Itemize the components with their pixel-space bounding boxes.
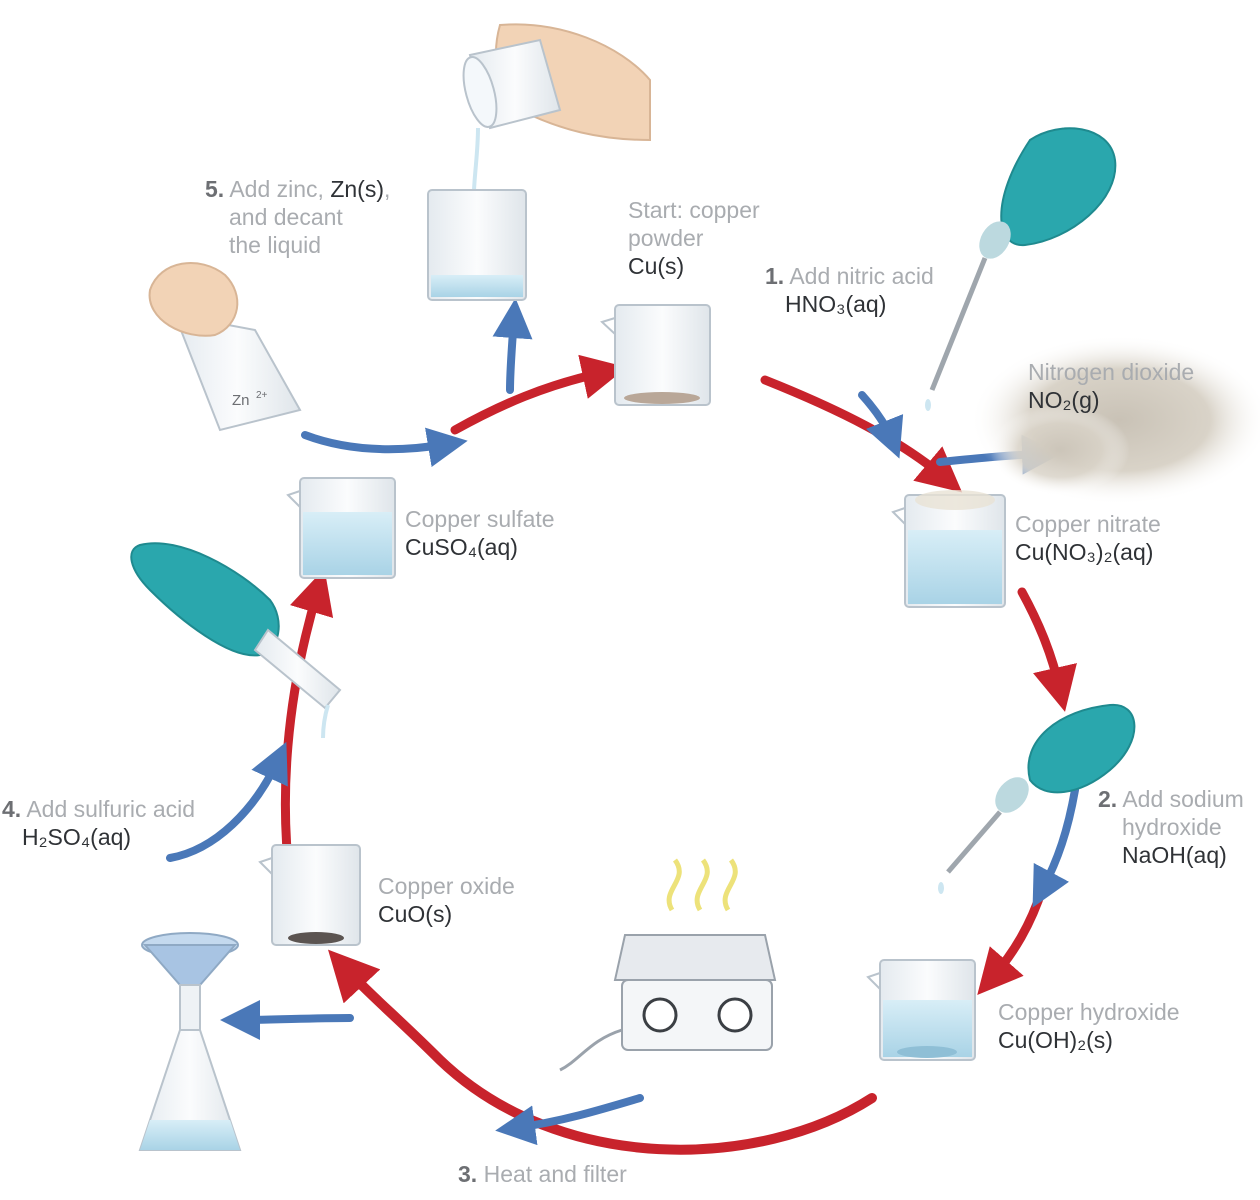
arrow-naoh-in <box>1032 786 1079 908</box>
copper-hydroxide-label: Copper hydroxide Cu(OH)₂(s) <box>998 999 1180 1053</box>
arrow-to-flask <box>220 999 354 1040</box>
svg-text:2+: 2+ <box>256 390 268 401</box>
nitrogen-dioxide-cloud <box>970 335 1260 505</box>
copper-oxide-beaker-icon <box>258 844 361 946</box>
gas-label: Nitrogen dioxide NO₂(g) <box>1028 359 1195 413</box>
arrow-decant-out <box>492 298 533 394</box>
step4-label: 4. Add sulfuric acid H₂SO₄(aq) <box>2 796 196 850</box>
copper-oxide-label: Copper oxide CuO(s) <box>378 873 515 927</box>
filter-flask-icon <box>138 932 242 1151</box>
arrow-start-to-nitrate <box>760 375 963 493</box>
copper-nitrate-beaker-icon <box>891 490 1006 608</box>
arrow-nitrate-to-hydroxide-red <box>1017 587 1077 712</box>
step1-label: 1. Add nitric acid HNO₃(aq) <box>765 263 934 317</box>
naoh-dropper-icon <box>938 703 1136 894</box>
start-label: Start: copper powder Cu(s) <box>628 197 760 279</box>
sulfuric-acid-hand-icon <box>130 542 342 739</box>
arrow-to-sulfate-red <box>280 568 334 885</box>
copper-nitrate-label: Copper nitrate Cu(NO₃)₂(aq) <box>1015 511 1161 565</box>
step2-label: 2. Add sodium hydroxide NaOH(aq) <box>1098 786 1244 868</box>
copper-sulfate-beaker-icon <box>286 477 396 579</box>
copper-sulfate-label: Copper sulfate CuSO₄(aq) <box>405 506 555 560</box>
start-beaker-icon <box>600 304 711 406</box>
copper-hydroxide-beaker-icon <box>866 959 976 1061</box>
pouring-hand-illustration <box>462 23 651 191</box>
arrow-hydroxide-to-oxide-red <box>328 949 877 1155</box>
arrow-zinc-in <box>301 427 468 468</box>
hot-plate-icon <box>559 858 777 1072</box>
nitric-acid-dropper-icon <box>925 127 1117 411</box>
arrow-nitric-acid-in <box>858 391 904 459</box>
step3-label: 3. Heat and filter <box>458 1161 627 1187</box>
arrow-sulfate-to-start-red <box>450 354 627 435</box>
decant-beaker-icon <box>427 189 527 301</box>
step5-label: 5. Add zinc, Zn(s), and decant the liqui… <box>205 176 391 258</box>
arrow-filtrate-out <box>495 1094 644 1146</box>
zinc-hand-icon: Zn 2+ <box>148 262 302 432</box>
zn-ion-label: Zn <box>232 392 250 409</box>
arrow-sulfuric-in <box>166 741 288 862</box>
arrow-to-hydroxide-red <box>977 875 1050 995</box>
